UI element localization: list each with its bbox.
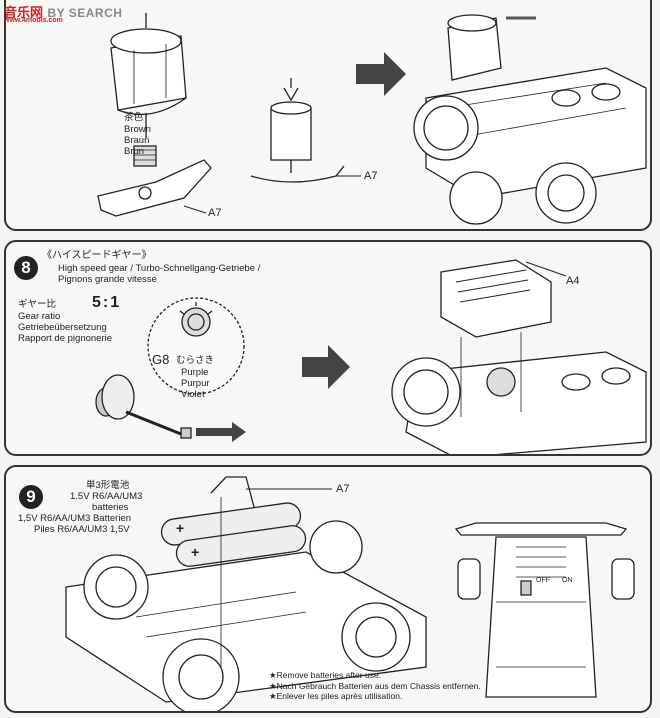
chassis-drawing xyxy=(391,332,647,454)
step-title-line-1: High speed gear / Turbo-Schnellgang-Getr… xyxy=(58,263,261,274)
watermark-brand: BY SEARCH xyxy=(47,6,123,20)
direction-arrow xyxy=(356,52,406,96)
chassis-top-view-drawing xyxy=(454,522,635,698)
step-title-jp: 《ハイスピードギヤー》 xyxy=(42,250,152,261)
color-label-de: Braun xyxy=(124,135,150,146)
switch-off-label: OFF xyxy=(536,577,550,584)
gear-g8-drawing xyxy=(179,302,213,337)
batteries-drawing: + + xyxy=(160,502,307,567)
step-8-illustration xyxy=(95,259,647,454)
step-number: 9 xyxy=(19,485,43,509)
gear-callout-circle xyxy=(147,297,245,395)
gear-code: G8 xyxy=(152,352,170,367)
switch-on-label: ON xyxy=(562,577,573,584)
battery-clip-drawing xyxy=(210,476,255,508)
gear-ratio-value: 5:1 xyxy=(92,294,122,311)
gear-color-jp: むらさき xyxy=(176,355,215,366)
color-label-en: Brown xyxy=(124,124,151,135)
gear-ratio-de: Getriebeübersetzung xyxy=(18,322,107,333)
gear-color-fr: Violet xyxy=(181,389,205,400)
battery-label-jp: 単3形電池 xyxy=(86,480,130,491)
usage-notes: ★Remove batteries after use. ★Nach Gebra… xyxy=(269,670,481,702)
part-label-a7-left: A7 xyxy=(208,207,222,219)
gear-color-en: Purple xyxy=(181,367,209,378)
color-label-fr: Brun xyxy=(124,146,145,157)
step-9-panel: 9 単3形電池 1.5V R6/AA/UM3 batteries 1,5V R6… xyxy=(4,465,652,713)
watermark: 音乐网 BY SEARCH www.4mobis.com xyxy=(4,2,123,24)
note-en: ★Remove batteries after use. xyxy=(269,670,382,680)
pinion-gear-drawing xyxy=(133,145,157,167)
watermark-url: www.4mobis.com xyxy=(4,17,63,24)
chassis-drawing xyxy=(413,14,647,225)
svg-text:+: + xyxy=(191,544,199,560)
color-label-jp: 茶色 xyxy=(124,112,144,123)
battery-label-en-1: 1.5V R6/AA/UM3 xyxy=(70,491,143,502)
part-label-a4: A4 xyxy=(566,275,580,287)
counter-gear-drawing xyxy=(95,374,192,439)
gear-color-de: Purpur xyxy=(181,378,210,389)
motor-small-drawing xyxy=(250,78,361,183)
part-label-a7: A7 xyxy=(336,483,350,495)
battery-label-en-2: batteries xyxy=(92,502,129,513)
step-title-line-2: Pignons grande vitesse xyxy=(58,274,157,285)
step-7-illustration xyxy=(97,13,647,225)
direction-arrow xyxy=(302,345,350,389)
part-label-a7-mid: A7 xyxy=(364,170,378,182)
step-8-panel: 8 《ハイスピードギヤー》 High speed gear / Turbo-Sc… xyxy=(4,240,652,456)
gear-ratio-jp: ギヤー比 xyxy=(18,299,57,310)
motor-drawing xyxy=(110,13,187,138)
svg-text:+: + xyxy=(176,520,184,536)
car-chassis-drawing xyxy=(65,520,427,711)
note-de: ★Nach Gebrauch Batterien aus dem Chassis… xyxy=(269,680,481,691)
step-7-panel: 茶色 Brown Braun Brun A7 A7 xyxy=(4,0,652,231)
step-9-illustration: + + xyxy=(65,476,635,711)
battery-label-fr: Piles R6/AA/UM3 1,5V xyxy=(34,524,130,535)
battery-label-de: 1,5V R6/AA/UM3 Batterien xyxy=(18,513,131,524)
gear-ratio-fr: Rapport de pignonerie xyxy=(18,333,113,344)
step-number: 8 xyxy=(14,256,38,280)
watermark-logo: 音乐网 xyxy=(4,5,44,20)
note-fr: ★Enlever les piles après utilisation. xyxy=(269,691,403,701)
gear-cover-a4-drawing xyxy=(440,259,567,338)
gear-ratio-en: Gear ratio xyxy=(18,311,61,322)
